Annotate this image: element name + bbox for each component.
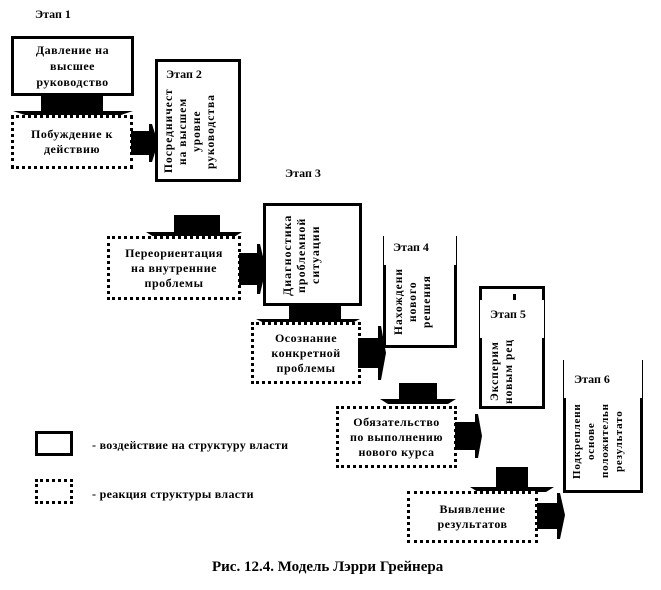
text-line: Переориентация	[125, 245, 223, 260]
stage-5-label: Этап 5	[490, 307, 526, 321]
right-arrow-5	[537, 493, 565, 539]
text-line: уровне	[191, 110, 203, 152]
stage-5-action-text: Эксперим новым рец	[488, 338, 536, 404]
stage-1-label: Этап 1	[35, 7, 71, 21]
text-line: ситуации	[308, 225, 322, 285]
text-line: положительн	[599, 403, 611, 479]
text-line: руководства	[205, 93, 217, 169]
down-connector-4	[380, 383, 456, 404]
text-line: проблемы	[144, 275, 204, 290]
stage-2-reaction-box: Переориентация на внутренние проблемы	[107, 236, 241, 300]
text-line: Подкреплени	[571, 403, 583, 479]
stage-6-left-thin-line	[563, 360, 564, 398]
text-line: результато	[613, 410, 625, 472]
stage-4-left-thin-line	[383, 236, 384, 266]
legend-solid-label: - воздействие на структуру власти	[92, 438, 289, 452]
text-line: основе	[585, 422, 597, 460]
legend-dotted-label: - реакция структуры власти	[92, 487, 254, 501]
stage-5-right-thin-line	[544, 300, 545, 338]
stage-4-label: Этап 4	[393, 240, 429, 254]
stage-4-reaction-box: Обязательство по выполнению нового курса	[336, 406, 457, 468]
stage-5-left-thin-line	[479, 300, 480, 338]
text-line: на высшем	[177, 97, 189, 165]
text-line: проблемной	[294, 217, 308, 293]
stage-5-reaction-box: Выявление результатов	[407, 491, 538, 543]
stage-2-action-box	[155, 59, 241, 182]
stage-3-action-text: Диагностика проблемной ситуации	[280, 210, 346, 300]
text-line: по выполнению	[350, 429, 443, 444]
text-line: Диагностика	[280, 214, 294, 296]
text-line: действию	[43, 142, 101, 156]
text-line: Давление на	[35, 43, 110, 57]
right-arrow-4	[455, 414, 482, 458]
text-line: нового	[407, 281, 419, 323]
right-arrow-1	[131, 124, 158, 162]
stage-6-action-text: Подкреплени основе положительн результат…	[570, 395, 638, 487]
stage-3-action-box	[263, 203, 362, 306]
stage-6-right-thin-line	[642, 360, 643, 398]
text-line: решения	[421, 275, 433, 329]
stage-4-left-line	[383, 235, 386, 265]
text-fragment-mark	[513, 294, 516, 300]
text-line: Выявление	[439, 502, 506, 516]
stage-2-label: Этап 2	[166, 67, 202, 81]
stage-1-action-box: Давление на высшее руководство	[11, 36, 134, 96]
text-line: высшее	[50, 59, 95, 73]
text-line: результатов	[437, 517, 508, 531]
right-arrow-2	[239, 244, 266, 294]
text-line: Обязательство	[353, 414, 440, 429]
stage-4-right-thin-line	[456, 236, 457, 266]
stage-4-action-text: Нахождени нового решения	[392, 264, 450, 340]
stage-4-action-box	[383, 265, 457, 348]
stage-3-label: Этап 3	[285, 166, 321, 180]
right-arrow-3	[358, 326, 386, 380]
text-line: Осознание	[274, 330, 338, 345]
down-connector-2	[146, 215, 242, 237]
text-line: Побуждение к	[31, 127, 113, 141]
stage-3-reaction-box: Осознание конкретной проблемы	[251, 322, 361, 384]
stage-1-action-text: Давление на высшее руководство	[14, 39, 131, 93]
stage-5-gap	[479, 300, 545, 338]
figure-caption: Рис. 12.4. Модель Лэрри Грейнера	[212, 559, 444, 575]
text-line: Посредничест	[163, 88, 175, 174]
stage-6-label: Этап 6	[574, 372, 610, 386]
down-connector-5	[470, 467, 554, 492]
text-line: на внутренние	[131, 260, 217, 275]
text-line: конкретной	[271, 345, 341, 360]
down-connector-1	[13, 96, 133, 115]
stage-1-reaction-box: Побуждение к действию	[11, 115, 133, 169]
text-line: проблемы	[276, 360, 336, 375]
legend-solid-swatch	[35, 431, 73, 456]
text-line: новым рец	[503, 338, 515, 404]
legend-dotted-swatch	[35, 479, 73, 504]
text-line: Эксперим	[489, 341, 501, 401]
stage-6-action-box	[563, 398, 643, 493]
text-line: руководство	[36, 75, 109, 89]
text-line: нового курса	[358, 444, 435, 459]
stage-2-action-text: Посредничест на высшем уровне руководств…	[162, 85, 234, 177]
text-line: Нахождени	[393, 268, 405, 336]
